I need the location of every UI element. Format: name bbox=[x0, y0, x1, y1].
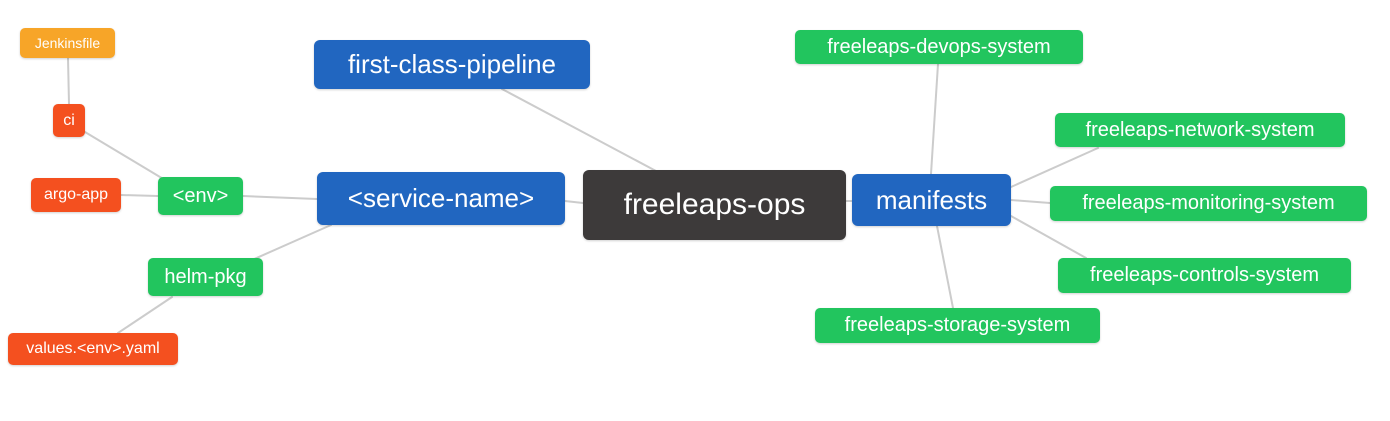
node-helm-pkg[interactable]: helm-pkg bbox=[148, 258, 263, 296]
edge-env-service-name bbox=[242, 195, 318, 200]
node-service-name[interactable]: <service-name> bbox=[317, 172, 565, 225]
node-freeleaps-network-system[interactable]: freeleaps-network-system bbox=[1055, 113, 1345, 147]
edge-manifests-monitoring bbox=[1010, 199, 1051, 204]
node-env[interactable]: <env> bbox=[158, 177, 243, 215]
edge-service-name-root bbox=[564, 200, 584, 204]
edge-manifests-controls bbox=[1010, 215, 1087, 259]
node-jenkinsfile[interactable]: Jenkinsfile bbox=[20, 28, 115, 58]
edge-pipeline-root bbox=[501, 88, 657, 172]
edge-jenkinsfile-ci bbox=[67, 57, 70, 105]
node-freeleaps-controls-system[interactable]: freeleaps-controls-system bbox=[1058, 258, 1351, 293]
edge-devops-manifests bbox=[930, 63, 939, 175]
node-manifests[interactable]: manifests bbox=[852, 174, 1011, 226]
edge-manifests-network bbox=[1010, 147, 1099, 188]
node-ci[interactable]: ci bbox=[53, 104, 85, 137]
node-values-env-yaml[interactable]: values.<env>.yaml bbox=[8, 333, 178, 365]
edge-helm-pkg-service-name bbox=[251, 224, 332, 261]
node-freeleaps-storage-system[interactable]: freeleaps-storage-system bbox=[815, 308, 1100, 343]
node-first-class-pipeline[interactable]: first-class-pipeline bbox=[314, 40, 590, 89]
edge-argo-app-env bbox=[120, 194, 159, 197]
edge-manifests-storage bbox=[936, 225, 954, 309]
node-freeleaps-monitoring-system[interactable]: freeleaps-monitoring-system bbox=[1050, 186, 1367, 221]
node-root-freeleaps-ops[interactable]: freeleaps-ops bbox=[583, 170, 846, 240]
node-argo-app[interactable]: argo-app bbox=[31, 178, 121, 212]
edge-values-yaml-helm-pkg bbox=[117, 296, 173, 334]
node-freeleaps-devops-system[interactable]: freeleaps-devops-system bbox=[795, 30, 1083, 64]
edge-ci-env bbox=[84, 131, 166, 181]
